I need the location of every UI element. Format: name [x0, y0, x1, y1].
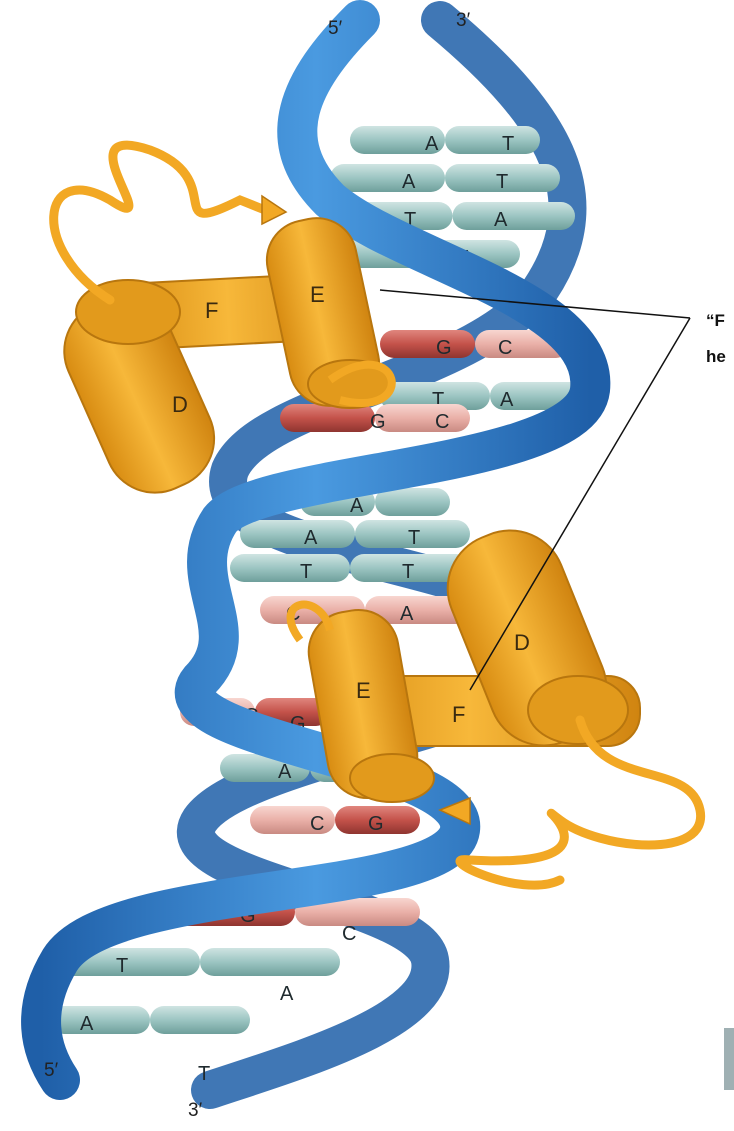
base-right-6 — [375, 404, 470, 432]
strand-end-bottom-right: 3′ — [188, 1100, 203, 1121]
cropped-edge-block — [724, 1028, 734, 1090]
helix-label-e-upper: E — [310, 282, 325, 307]
base-label-left-16: A — [80, 1013, 94, 1035]
base-label-left-1: A — [402, 171, 416, 193]
base-right-7 — [375, 488, 450, 516]
base-label-left-0: A — [425, 133, 439, 155]
base-label-right-2: A — [494, 209, 508, 231]
beta-loop-upper — [54, 145, 270, 300]
side-label-line-2: he — [706, 347, 726, 366]
base-left-16 — [50, 1006, 150, 1034]
base-label-left-6: G — [370, 411, 386, 433]
base-label-left-8: A — [304, 527, 318, 549]
strand-end-top-left: 5′ — [328, 18, 343, 39]
base-label-right-9: T — [402, 561, 414, 583]
strand-end-bottom-left: 5′ — [44, 1060, 59, 1081]
base-left-9 — [230, 554, 350, 582]
base-label-right-10: A — [400, 603, 414, 625]
base-left-1 — [330, 164, 445, 192]
base-right-0 — [445, 126, 540, 154]
base-label-left-4: G — [436, 337, 452, 359]
base-label-left-9: T — [300, 561, 312, 583]
base-label-left-13: C — [310, 813, 324, 835]
base-label-left-15: T — [116, 955, 128, 977]
helix-label-d-upper: D — [172, 392, 188, 417]
base-right-2 — [453, 202, 576, 230]
helix-label-f-upper: F — [205, 298, 218, 323]
base-label-right-1: T — [496, 171, 508, 193]
base-label-right-5: A — [500, 389, 514, 411]
base-label-right-6: C — [435, 411, 449, 433]
base-label-right-4: C — [498, 337, 512, 359]
base-right-15 — [200, 948, 340, 976]
helix-label-d-lower: D — [514, 630, 530, 655]
helix-label-e-lower: E — [356, 678, 371, 703]
base-label-right-13: G — [368, 813, 384, 835]
base-label-right-15: A — [280, 983, 294, 1005]
base-right-16 — [150, 1006, 250, 1034]
base-left-8 — [240, 520, 355, 548]
side-label-line-1: “F — [706, 311, 725, 330]
base-label-right-8: T — [408, 527, 420, 549]
base-label-right-14: C — [342, 923, 356, 945]
base-label-right-0: T — [502, 133, 514, 155]
base-left-4 — [380, 330, 475, 358]
strand-end-top-right: 3′ — [456, 10, 471, 31]
base-label-right-16: T — [198, 1063, 210, 1085]
helix-label-f-lower: F — [452, 702, 465, 727]
